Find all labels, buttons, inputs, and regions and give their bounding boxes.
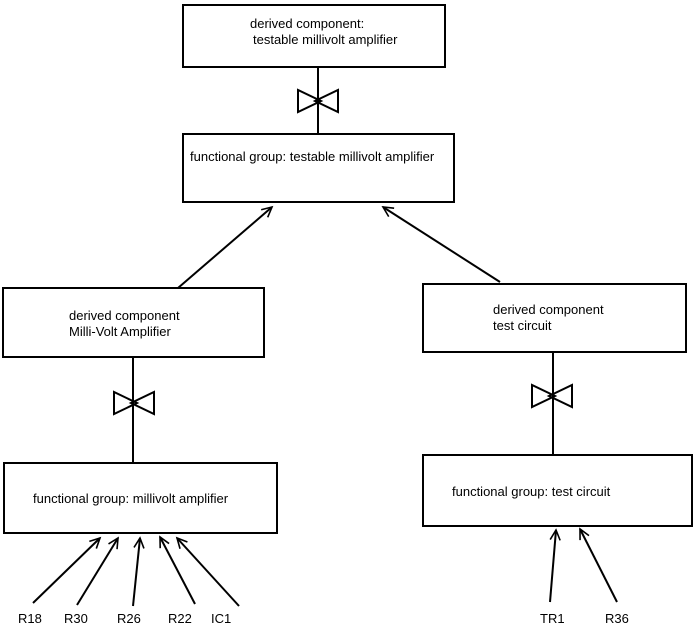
component-label-r36: R36 [605,611,629,626]
node-fg-mva-box: functional group: millivolt amplifier [3,462,278,534]
node-label-line1: derived component: [250,16,365,31]
arrow-derived-mva-to-fg-testable [177,205,274,289]
bowtie-decomposition-left-icon [113,390,155,416]
component-label-r30: R30 [64,611,88,626]
node-label: functional group: millivolt amplifier [33,491,229,506]
node-label: functional group: test circuit [452,484,611,499]
arrow-ic1-to-fg-mva [175,536,240,607]
node-label-line1: derived component [493,302,604,317]
component-label-tr1: TR1 [540,611,565,626]
arrow-r30-to-fg-mva [76,536,119,606]
bowtie-decomposition-top-icon [297,88,339,114]
bowtie-decomposition-right-icon [531,383,573,409]
component-label-r26: R26 [117,611,141,626]
node-derived-testable-box: derived component: testable millivolt am… [182,4,446,68]
node-derived-test-box: derived component test circuit [422,283,687,353]
node-label-line2: testable millivolt amplifier [253,32,398,47]
arrow-tr1-to-fg-test [549,528,561,603]
component-label-r18: R18 [18,611,42,626]
node-label-line2: test circuit [493,318,552,333]
component-label-r22: R22 [168,611,192,626]
arrow-r36-to-fg-test [579,527,618,603]
node-fg-testable-box: functional group: testable millivolt amp… [182,133,455,203]
node-label-line2: Milli-Volt Amplifier [69,324,171,339]
node-fg-test-box: functional group: test circuit [422,454,693,527]
component-label-ic1: IC1 [211,611,232,626]
node-label: functional group: testable millivolt amp… [190,149,435,164]
arrow-r22-to-fg-mva [159,535,196,605]
arrow-r26-to-fg-mva [132,536,145,607]
arrow-r18-to-fg-mva [32,536,102,604]
arrow-derived-test-to-fg-testable [381,206,501,283]
node-derived-mva-box: derived component Milli-Volt Amplifier [2,287,265,358]
node-label-line1: derived component [69,308,180,323]
